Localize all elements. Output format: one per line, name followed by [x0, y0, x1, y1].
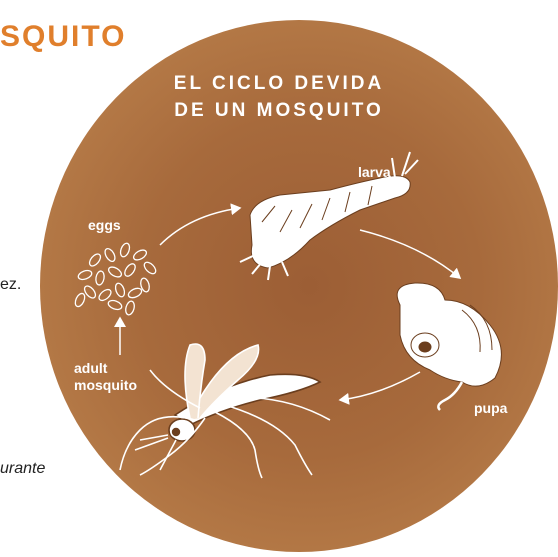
stage-label-pupa: pupa	[474, 400, 508, 416]
adult-mosquito-illustration	[119, 343, 331, 479]
arrow-pupa-to-adult	[338, 371, 421, 405]
stage-label-larva: larva	[358, 164, 391, 180]
arrow-larva-to-pupa	[359, 229, 462, 279]
pupa-illustration	[396, 282, 502, 411]
partial-text-fragment-italic: urante	[0, 460, 46, 477]
stage-label-adult-line2: mosquito	[74, 377, 137, 393]
diagram-title-line2: DE UN MOSQUITO	[174, 100, 384, 121]
stage-label-adult-line1: adult	[74, 360, 108, 376]
arrow-eggs-to-larva	[159, 203, 242, 246]
life-cycle-circle-background	[40, 20, 558, 552]
diagram-title-line1: EL CICLO DEVIDA	[173, 73, 385, 94]
partial-page-title: SQUITO	[0, 20, 127, 53]
stage-label-eggs: eggs	[88, 217, 121, 233]
partial-text-fragment: ez.	[0, 276, 22, 293]
larva-illustration	[239, 151, 419, 281]
eggs-illustration	[74, 242, 157, 316]
stage-label-adult: adult mosquito	[74, 360, 137, 394]
